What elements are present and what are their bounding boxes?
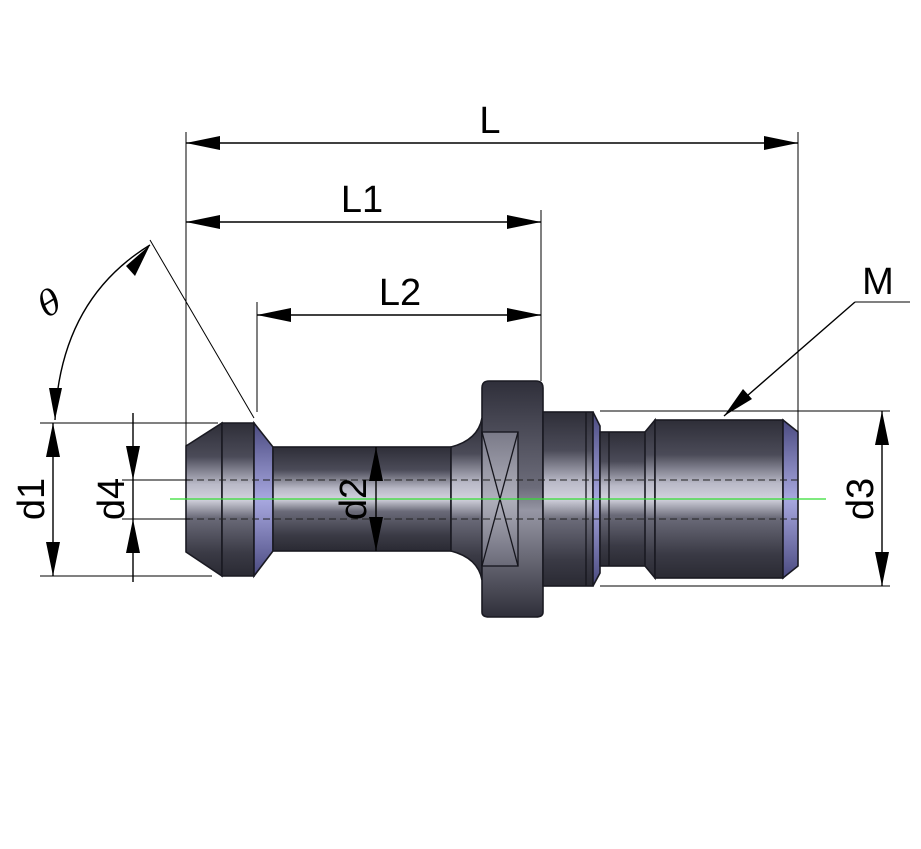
label-d4: d4: [91, 478, 133, 520]
label-d2: d2: [333, 478, 375, 520]
extension-lines: [40, 132, 890, 587]
dim-L2: L2: [257, 272, 541, 322]
label-d1: d1: [11, 478, 53, 520]
dim-L1: L1: [186, 179, 541, 229]
dim-d1: d1: [11, 423, 60, 576]
dim-d2: d2: [333, 447, 383, 551]
label-L2: L2: [379, 272, 421, 314]
label-L: L: [479, 100, 500, 142]
leader-M: M: [723, 261, 910, 417]
dim-theta: θ: [31, 239, 255, 421]
dim-L: L: [186, 100, 798, 150]
label-theta: θ: [31, 281, 70, 326]
label-d3: d3: [840, 478, 882, 520]
label-M: M: [862, 261, 894, 303]
pull-stud-body: [170, 380, 826, 618]
dim-d3: d3: [840, 411, 889, 586]
label-L1: L1: [341, 179, 383, 221]
dim-d4: d4: [91, 413, 140, 582]
